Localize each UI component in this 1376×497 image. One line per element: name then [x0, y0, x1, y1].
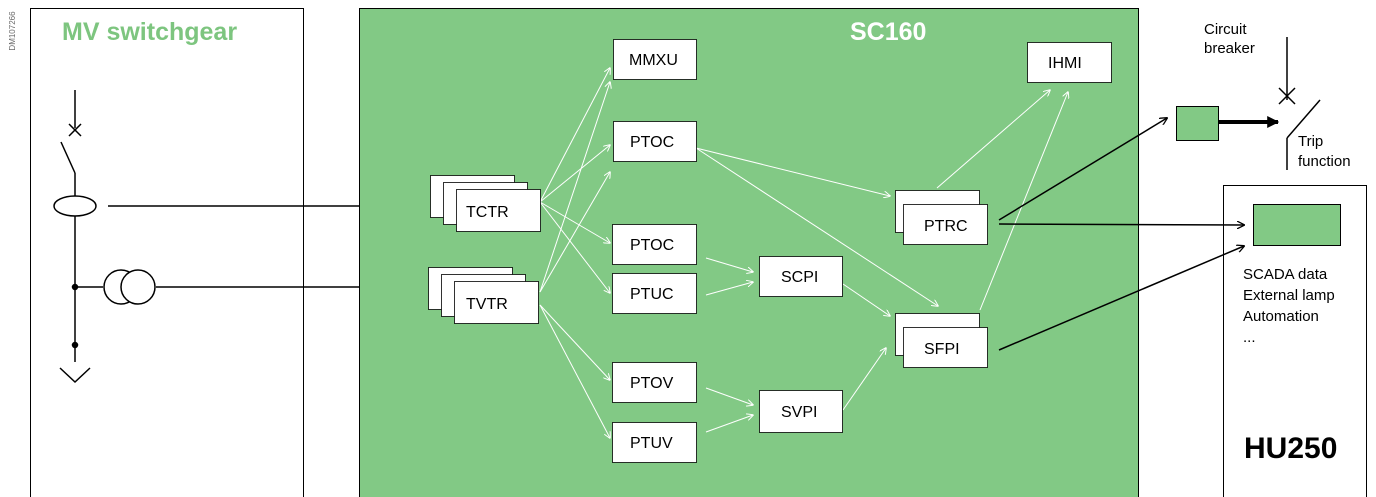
- trip-function-line2: function: [1298, 153, 1351, 170]
- node-ptoc-1-label: PTOC: [630, 134, 674, 151]
- node-scpi: SCPI: [759, 256, 843, 297]
- sc160-unit: SC160: [359, 8, 1139, 497]
- single-line-diagram: [53, 90, 156, 384]
- node-ptuc-label: PTUC: [630, 286, 674, 303]
- node-ptoc-2-label: PTOC: [630, 237, 674, 254]
- current-transformer-icon: [53, 195, 97, 217]
- node-ptoc-2: PTOC: [612, 224, 697, 265]
- trip-coil-box: [1176, 106, 1219, 141]
- node-sfpi-label: SFPI: [924, 341, 960, 358]
- breaker-title-line2: breaker: [1204, 40, 1255, 57]
- node-ptov: PTOV: [612, 362, 697, 403]
- node-scpi-label: SCPI: [781, 269, 818, 286]
- hu250-title: HU250: [1244, 432, 1337, 465]
- hu250-output-2: External lamp: [1243, 287, 1335, 304]
- breaker-title-line1: Circuit: [1204, 21, 1247, 38]
- node-ihmi-label: IHMI: [1048, 55, 1082, 72]
- node-ihmi: IHMI: [1027, 42, 1112, 83]
- node-ptuc: PTUC: [612, 273, 697, 314]
- trip-function-line1: Trip: [1298, 133, 1323, 150]
- node-tctr: TCTR: [430, 175, 541, 232]
- breaker-contact: [1286, 99, 1321, 139]
- node-tvtr: TVTR: [428, 267, 539, 324]
- node-tvtr-label: TVTR: [466, 296, 508, 313]
- switchgear-title: MV switchgear: [62, 18, 237, 46]
- node-ptrc: PTRC: [895, 190, 988, 245]
- sc160-title: SC160: [850, 18, 926, 46]
- hu250-output-1: SCADA data: [1243, 266, 1328, 283]
- switchgear-panel: MV switchgear: [30, 8, 304, 497]
- node-svpi-label: SVPI: [781, 404, 817, 421]
- node-sfpi: SFPI: [895, 313, 988, 368]
- switch-blade: [60, 141, 76, 174]
- earth-arrow-icon: [59, 367, 91, 384]
- circuit-breaker: Circuit breaker Trip function: [1176, 21, 1351, 170]
- hu250-output-4: ...: [1243, 329, 1256, 346]
- hu250-output-3: Automation: [1243, 308, 1319, 325]
- node-mmxu-label: MMXU: [629, 52, 678, 69]
- ptrc-to-hu250-arrow: [998, 224, 1244, 225]
- node-ptuv-label: PTUV: [630, 435, 673, 452]
- node-tctr-label: TCTR: [466, 204, 509, 221]
- ptrc-to-breaker-arrow: [998, 118, 1167, 221]
- node-svpi: SVPI: [759, 390, 843, 433]
- hu250-unit: SCADA data External lamp Automation ... …: [1223, 185, 1367, 497]
- node-ptov-label: PTOV: [630, 375, 674, 392]
- sfpi-to-hu250-arrow: [998, 246, 1244, 351]
- output-links: [998, 118, 1244, 351]
- node-ptuv: PTUV: [612, 422, 697, 463]
- node-mmxu: MMXU: [613, 39, 697, 80]
- node-ptrc-label: PTRC: [924, 218, 968, 235]
- hu250-input-box: [1253, 204, 1341, 246]
- internal-data-flows: [539, 68, 1068, 438]
- node-ptoc-1: PTOC: [613, 121, 697, 162]
